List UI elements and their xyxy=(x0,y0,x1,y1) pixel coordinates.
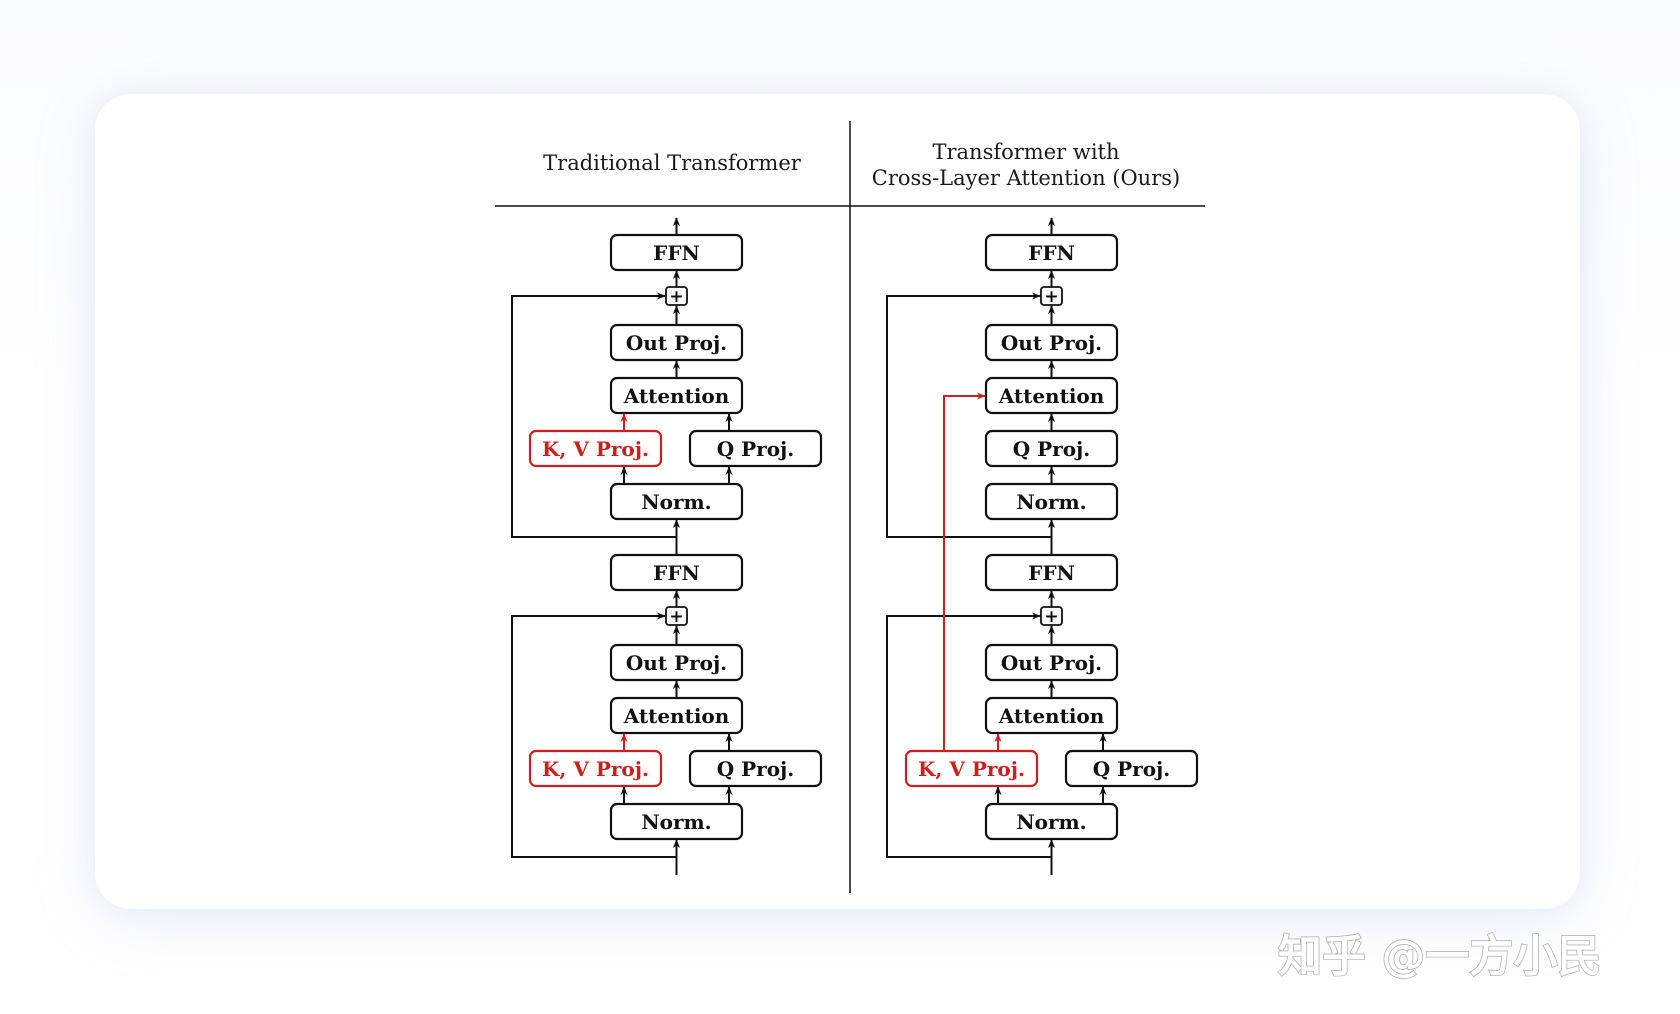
block-label: Attention xyxy=(623,384,730,408)
out-proj-block: Out Proj. xyxy=(984,643,1119,682)
cross-layer-kv-arrow xyxy=(943,392,986,751)
block-label: K, V Proj. xyxy=(542,757,649,781)
kv-proj-block: K, V Proj. xyxy=(904,749,1039,788)
q-proj-block: Q Proj. xyxy=(984,429,1119,468)
kv-proj-block: K, V Proj. xyxy=(528,749,663,788)
kv-proj-block: K, V Proj. xyxy=(528,429,663,468)
block-label: K, V Proj. xyxy=(918,757,1025,781)
cla-transformer-column: FFN + Out Proj. Attention Q Proj. xyxy=(886,217,1199,875)
block-label: Norm. xyxy=(641,810,711,834)
ffn-block: FFN xyxy=(984,553,1119,592)
residual-add-node: + xyxy=(1040,606,1063,627)
lower-layer-arrows xyxy=(511,590,733,875)
traditional-lower-layer: FFN + Out Proj. Attention K, V Proj. xyxy=(511,553,823,875)
block-label: Norm. xyxy=(641,490,711,514)
cla-lower-layer: FFN + Out Proj. Attention K, V Proj. xyxy=(886,553,1199,875)
ffn-block: FFN xyxy=(609,553,744,592)
ffn-block: FFN xyxy=(984,233,1119,272)
block-label: FFN xyxy=(653,561,700,585)
out-proj-block: Out Proj. xyxy=(984,323,1119,362)
residual-add-node: + xyxy=(665,606,688,627)
q-proj-block: Q Proj. xyxy=(1064,749,1199,788)
upper-layer-arrows xyxy=(886,217,1056,555)
block-label: Out Proj. xyxy=(1001,651,1102,675)
block-label: Out Proj. xyxy=(626,651,727,675)
block-label: K, V Proj. xyxy=(542,437,649,461)
block-label: Q Proj. xyxy=(717,757,795,781)
norm-block: Norm. xyxy=(609,802,744,841)
attention-block: Attention xyxy=(609,376,744,415)
right-column-title-line2: Cross-Layer Attention (Ours) xyxy=(872,166,1180,190)
norm-block: Norm. xyxy=(984,802,1119,841)
upper-layer-arrows xyxy=(511,217,733,555)
q-proj-block: Q Proj. xyxy=(688,749,823,788)
traditional-transformer-column: FFN + Out Proj. Attention K, V Proj. xyxy=(511,217,823,875)
block-label: FFN xyxy=(1028,241,1075,265)
block-label: Norm. xyxy=(1016,490,1086,514)
plus-icon: + xyxy=(1044,287,1058,307)
block-label: FFN xyxy=(1028,561,1075,585)
attention-block: Attention xyxy=(984,376,1119,415)
block-label: Q Proj. xyxy=(1093,757,1171,781)
norm-block: Norm. xyxy=(609,482,744,521)
ffn-block: FFN xyxy=(609,233,744,272)
block-label: Attention xyxy=(623,704,730,728)
block-label: FFN xyxy=(653,241,700,265)
attention-block: Attention xyxy=(984,696,1119,735)
q-proj-block: Q Proj. xyxy=(688,429,823,468)
cla-upper-layer: FFN + Out Proj. Attention Q Proj. xyxy=(886,217,1119,555)
block-label: Out Proj. xyxy=(626,331,727,355)
attention-block: Attention xyxy=(609,696,744,735)
plus-icon: + xyxy=(669,287,683,307)
traditional-upper-layer: FFN + Out Proj. Attention K, V Proj. xyxy=(511,217,823,555)
residual-add-node: + xyxy=(1040,286,1063,307)
block-label: Attention xyxy=(998,704,1105,728)
out-proj-block: Out Proj. xyxy=(609,323,744,362)
residual-add-node: + xyxy=(665,286,688,307)
figure-card xyxy=(95,94,1580,909)
right-column-title-line1: Transformer with xyxy=(932,140,1119,164)
block-label: Attention xyxy=(998,384,1105,408)
norm-block: Norm. xyxy=(984,482,1119,521)
plus-icon: + xyxy=(1044,607,1058,627)
lower-layer-arrows xyxy=(886,590,1107,875)
block-label: Q Proj. xyxy=(1013,437,1091,461)
block-label: Norm. xyxy=(1016,810,1086,834)
block-label: Out Proj. xyxy=(1001,331,1102,355)
zhihu-watermark: 知乎 @一方小民 xyxy=(1278,931,1601,982)
left-column-title: Traditional Transformer xyxy=(543,151,802,175)
out-proj-block: Out Proj. xyxy=(609,643,744,682)
block-label: Q Proj. xyxy=(717,437,795,461)
plus-icon: + xyxy=(669,607,683,627)
